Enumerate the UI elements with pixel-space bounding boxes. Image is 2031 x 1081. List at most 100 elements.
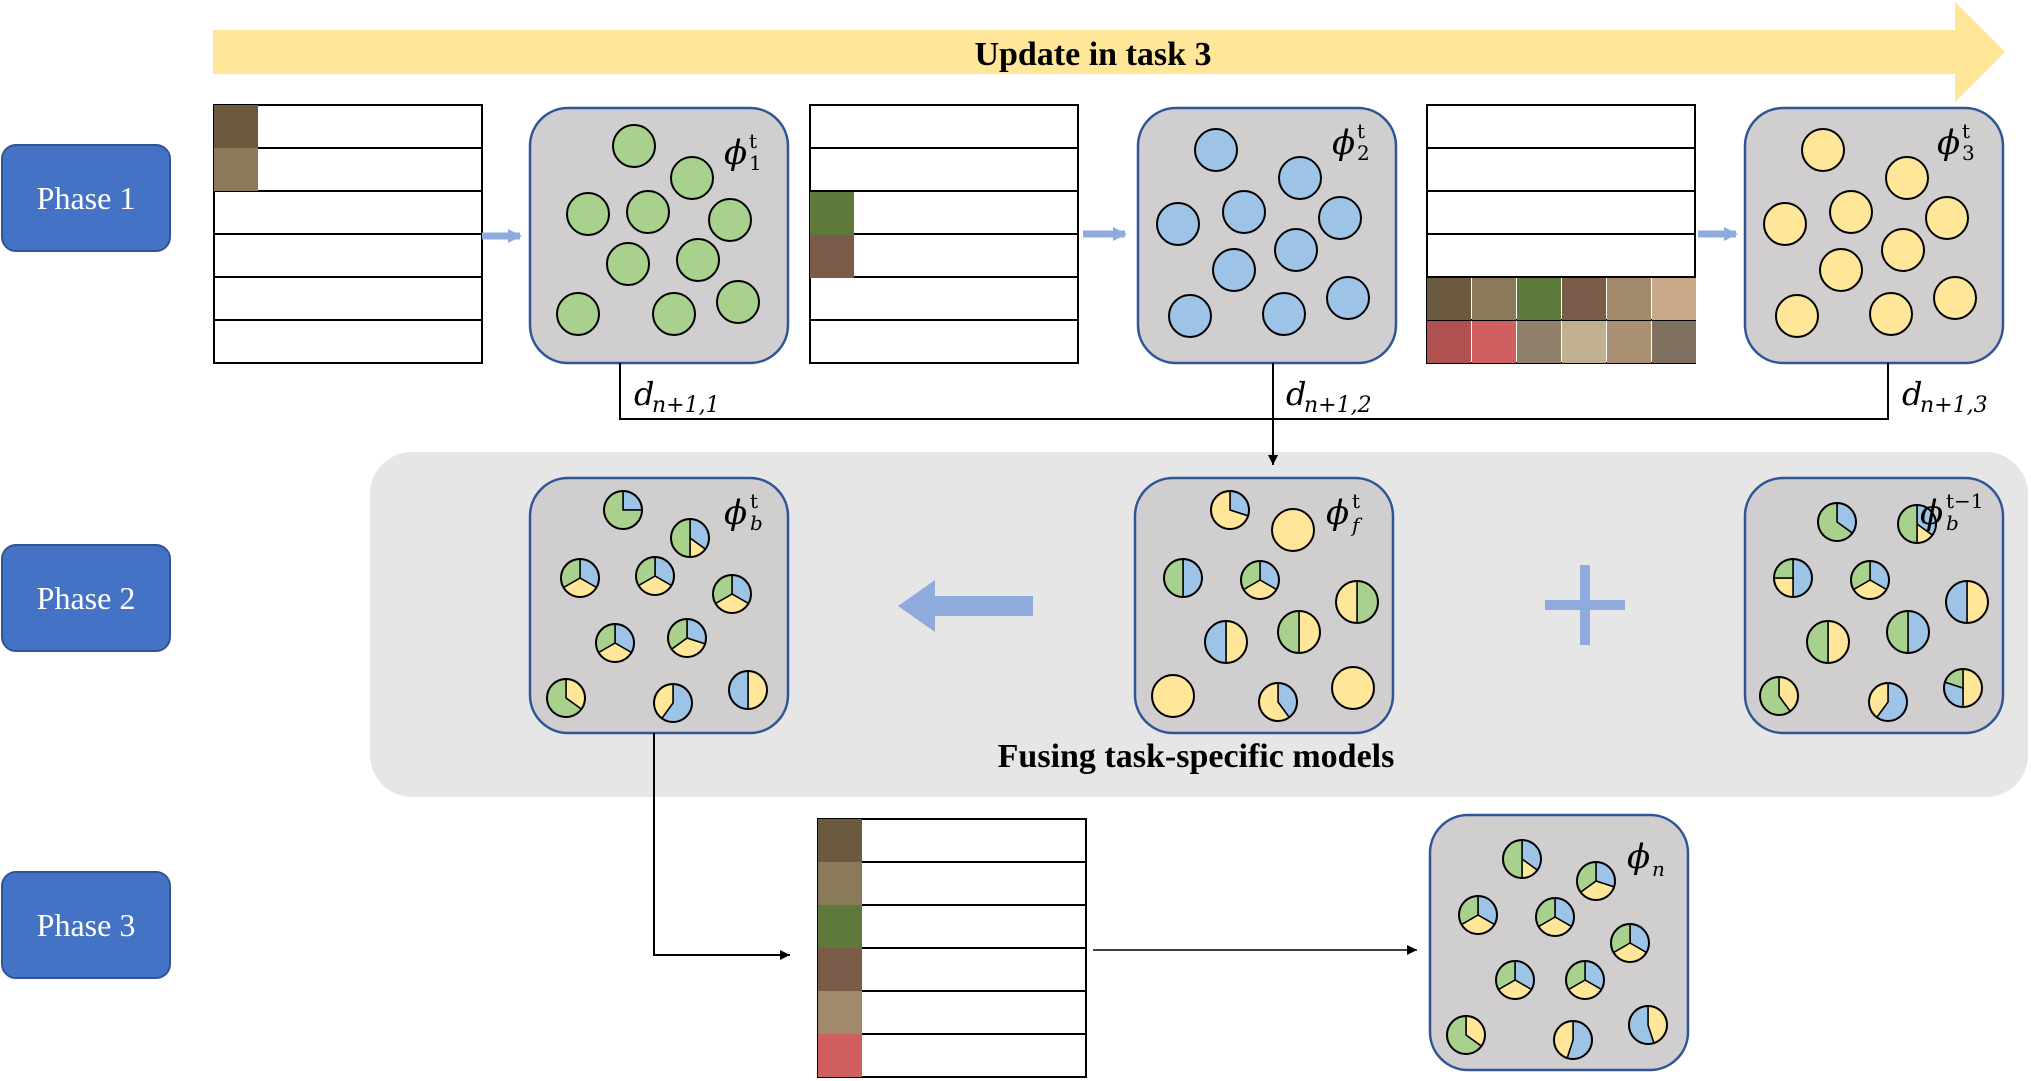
svg-text:t: t — [750, 489, 758, 513]
memory-table-task-1 — [213, 104, 483, 364]
svg-text:d: d — [1286, 375, 1306, 413]
sample-thumbnail — [818, 819, 862, 862]
sample-thumbnail — [1562, 321, 1606, 363]
neuron — [1278, 156, 1322, 200]
neuron — [1925, 196, 1969, 240]
neuron — [566, 192, 610, 236]
neuron-layer — [546, 124, 1989, 1060]
neuron — [1775, 294, 1819, 338]
fused-neuron — [1495, 960, 1535, 1000]
svg-text:ϕ: ϕ — [1332, 123, 1355, 163]
svg-text:ϕ: ϕ — [724, 493, 747, 533]
sample-thumbnail — [818, 1034, 862, 1077]
model-label-task-2: ϕ t 2 — [1332, 119, 1370, 165]
fused-neuron — [1806, 620, 1850, 664]
neuron — [1274, 228, 1318, 272]
sample-thumbnail — [1607, 278, 1651, 320]
neuron — [1801, 128, 1845, 172]
sample-thumbnail — [818, 862, 862, 905]
phase-2-label: Phase 2 — [37, 580, 136, 616]
memory-table-task-3 — [1426, 104, 1696, 364]
fused-neuron — [546, 678, 586, 718]
svg-text:t−1: t−1 — [1946, 489, 1984, 513]
svg-text:ϕ: ϕ — [1627, 837, 1650, 877]
svg-text:t: t — [1352, 489, 1360, 513]
fused-neuron — [603, 490, 643, 530]
svg-text:n+1,1: n+1,1 — [652, 393, 720, 418]
fused-neuron — [560, 558, 600, 598]
svg-text:3: 3 — [1962, 141, 1975, 165]
sample-thumbnail — [1517, 321, 1561, 363]
fused-neuron — [595, 623, 635, 663]
svg-text:n+1,2: n+1,2 — [1304, 393, 1372, 418]
fused-neuron — [1628, 1005, 1668, 1045]
distance-label-3: d n+1,3 — [1902, 375, 1988, 418]
fused-neuron — [1773, 558, 1813, 598]
neuron — [1331, 666, 1375, 710]
neuron — [1212, 248, 1256, 292]
fused-neuron — [1945, 580, 1989, 624]
svg-text:d: d — [1902, 375, 1922, 413]
neuron — [708, 198, 752, 242]
sample-thumbnail — [1562, 278, 1606, 320]
neuron — [1168, 294, 1212, 338]
phase-3-box: Phase 3 — [1, 871, 171, 979]
sample-thumbnail — [818, 991, 862, 1034]
neuron — [670, 156, 714, 200]
fused-neuron — [670, 518, 710, 558]
sample-thumbnail — [1472, 278, 1516, 320]
memory-table-task-2 — [809, 104, 1079, 364]
fused-neuron — [1535, 897, 1575, 937]
plus-icon — [1545, 565, 1625, 645]
svg-text:d: d — [634, 375, 654, 413]
neuron — [1881, 228, 1925, 272]
neuron — [556, 292, 600, 336]
fused-neuron — [1277, 610, 1321, 654]
sample-thumbnail — [1652, 321, 1696, 363]
sample-thumbnail — [1472, 321, 1516, 363]
fused-neuron — [1565, 960, 1605, 1000]
neuron — [626, 190, 670, 234]
svg-text:ϕ: ϕ — [1937, 123, 1960, 163]
phase-1-label: Phase 1 — [37, 180, 136, 216]
fused-neuron — [653, 683, 693, 723]
model-label-task-1: ϕ t 1 — [724, 129, 762, 175]
distance-connector — [619, 363, 1889, 465]
neuron — [716, 280, 760, 324]
svg-text:ϕ: ϕ — [724, 133, 747, 173]
phase-3-label: Phase 3 — [37, 907, 136, 943]
svg-text:2: 2 — [1357, 141, 1370, 165]
neuron — [1318, 196, 1362, 240]
fused-neuron — [1458, 895, 1498, 935]
fused-neuron — [728, 670, 768, 710]
sample-thumbnail — [818, 948, 862, 991]
neuron — [1326, 276, 1370, 320]
fused-neuron — [635, 556, 675, 596]
banner-text: Update in task 3 — [974, 36, 1211, 73]
fused-neuron — [1817, 502, 1857, 542]
sample-thumbnail — [810, 192, 854, 235]
sample-thumbnail — [214, 105, 258, 148]
fused-neuron — [1868, 682, 1908, 722]
phase-1-box: Phase 1 — [1, 144, 171, 252]
sample-thumbnail — [1517, 278, 1561, 320]
model-box-fused — [1133, 476, 1395, 735]
svg-text:b: b — [750, 511, 763, 535]
model-label-fused: ϕ t f — [1326, 489, 1363, 537]
fused-neuron — [1446, 1015, 1486, 1055]
fused-neuron — [1943, 668, 1983, 708]
neuron — [676, 238, 720, 282]
fusion-left-arrow — [898, 580, 1033, 632]
fused-neuron — [1335, 580, 1379, 624]
sample-thumbnail — [1427, 278, 1471, 320]
fused-neuron — [1163, 558, 1203, 598]
svg-text:n+1,3: n+1,3 — [1920, 393, 1988, 418]
svg-text:ϕ: ϕ — [1326, 493, 1349, 533]
sample-thumbnail — [818, 905, 862, 948]
model-label-base: ϕ t b — [724, 489, 763, 535]
neuron — [1869, 292, 1913, 336]
model-label-previous-base: ϕ t−1 b — [1920, 489, 1984, 535]
neuron — [1763, 202, 1807, 246]
svg-text:ϕ: ϕ — [1920, 493, 1943, 533]
svg-text:b: b — [1946, 511, 1959, 535]
